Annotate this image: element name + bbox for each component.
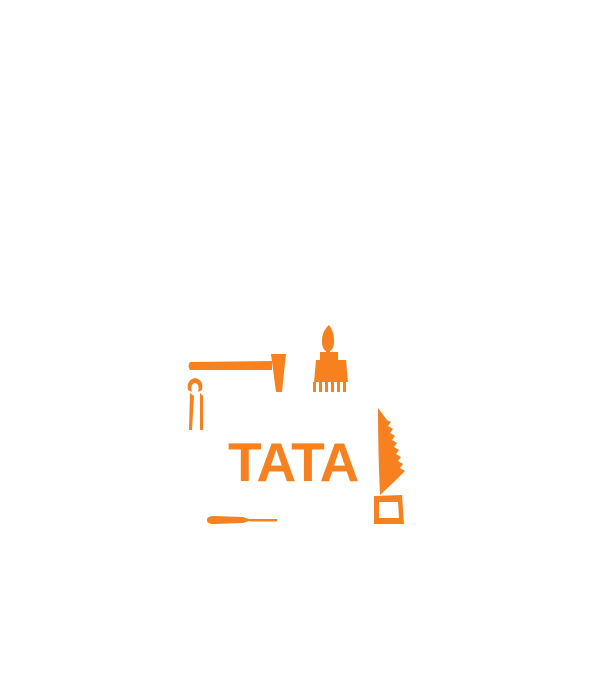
paint-brush-icon [313,325,348,392]
logo-text: TATA [228,431,359,493]
pincers-icon [187,378,203,430]
screwdriver-icon [207,516,277,524]
hand-saw-icon [374,408,405,524]
hammer-icon [188,354,286,392]
